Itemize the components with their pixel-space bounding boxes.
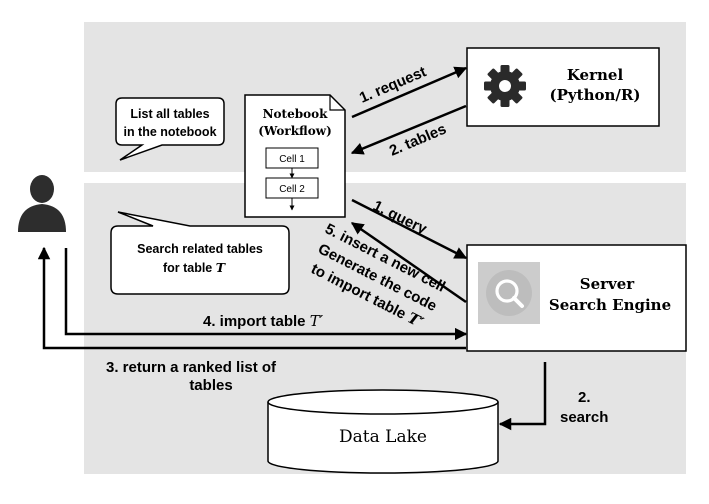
arrow-query (351, 198, 468, 260)
server-line1: Server (580, 275, 636, 293)
arrow-import-table (64, 248, 468, 341)
bubble-search-line1: Search related tables (137, 242, 263, 256)
user-icon (18, 175, 66, 232)
kernel-subtitle: (Python/R) (550, 86, 641, 104)
label-search-line2: search (560, 409, 608, 426)
kernel-box: Kernel (Python/R) (466, 47, 660, 127)
gear-icon (474, 55, 536, 117)
bubble-list-tables: List all tables in the notebook (115, 97, 225, 161)
label-return-line1: 3. return a ranked list of (106, 359, 277, 376)
arrow-tables (350, 104, 467, 155)
kernel-title: Kernel (567, 66, 624, 84)
notebook-subtitle: (Workflow) (258, 124, 332, 138)
server-box: Server Search Engine (466, 244, 687, 352)
bubble-list-line1: List all tables (130, 107, 209, 121)
arrow-return-list (37, 246, 466, 350)
magnifier-icon (478, 262, 540, 324)
label-search-line1: 2. (578, 389, 591, 406)
notebook-document: Notebook (Workflow) Cell 1 Cell 2 (244, 94, 346, 218)
label-import-table: 4. import table T′ (203, 312, 324, 330)
arrow-insert-cell (350, 221, 467, 304)
bubble-search-line2: for table T (163, 260, 227, 275)
data-lake-label: Data Lake (339, 427, 427, 447)
data-lake-cylinder: Data Lake (267, 389, 499, 474)
bubble-search-related: Search related tables for table T (110, 211, 290, 295)
arrow-request (351, 66, 468, 119)
bubble-list-line2: in the notebook (123, 125, 216, 139)
cell-2-label: Cell 2 (279, 184, 305, 195)
server-line2: Search Engine (549, 296, 671, 314)
label-return-line2: tables (189, 377, 232, 394)
arrow-search (498, 362, 547, 431)
notebook-title: Notebook (263, 107, 329, 121)
cell-1-label: Cell 1 (279, 154, 305, 165)
